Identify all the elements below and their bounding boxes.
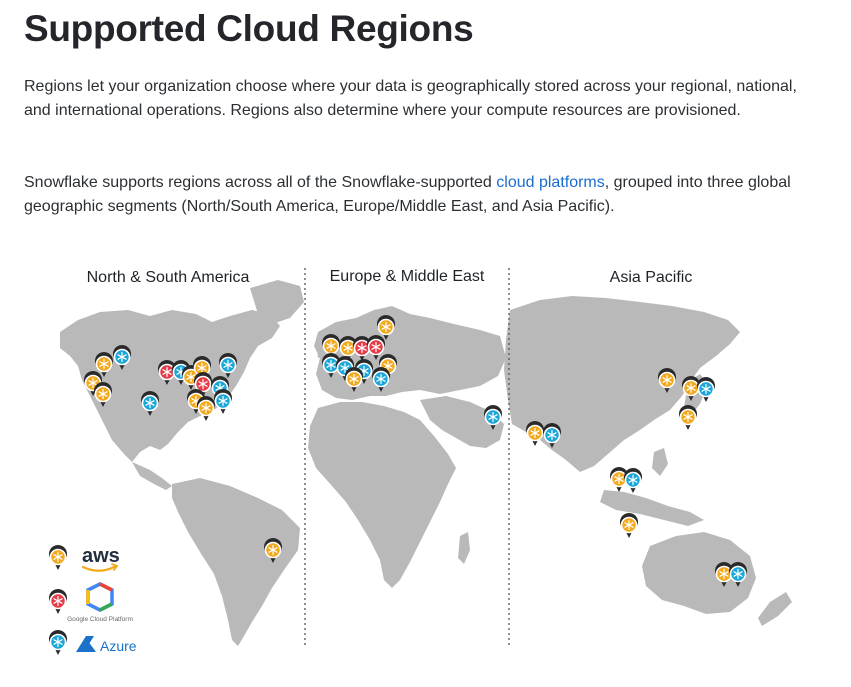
central-america-land <box>132 462 172 490</box>
greenland-land <box>250 280 304 324</box>
cloud-legend: aws Google Cloud Platform Azure <box>48 544 137 656</box>
segment-label-europe-middle-east: Europe & Middle East <box>330 268 485 285</box>
gcp-caption: Google Cloud Platform <box>67 616 133 623</box>
pin-azure-southeast-asia[interactable] <box>623 467 643 494</box>
asia-land <box>504 296 740 472</box>
pin-azure-us-east-2[interactable] <box>213 388 233 415</box>
google-cloud-logo-icon <box>86 582 114 612</box>
platforms-paragraph: Snowflake supports regions across all of… <box>24 171 814 219</box>
pin-aws-us-east-2[interactable] <box>196 395 216 422</box>
aws-logo-text: aws <box>82 545 120 567</box>
landmasses <box>60 280 792 646</box>
new-zealand-land <box>758 592 792 626</box>
pin-aws-ap-mumbai[interactable] <box>525 420 545 447</box>
pin-aws-ap-osaka[interactable] <box>678 404 698 431</box>
platforms-text-after: , grouped into three global geographic s… <box>24 174 791 215</box>
platforms-text-before: Snowflake supports regions across all of… <box>24 174 497 191</box>
africa-land <box>308 402 456 588</box>
azure-pin-icon <box>48 629 68 656</box>
madagascar-land <box>458 532 470 564</box>
philippines-land <box>652 448 668 476</box>
azure-logo-icon <box>76 636 96 652</box>
indonesia-land <box>600 490 704 526</box>
middle-east-land <box>420 396 504 448</box>
regions-world-map: North & South America Europe & Middle Ea… <box>48 268 792 656</box>
south-america-land <box>172 478 300 646</box>
segment-label-americas: North & South America <box>87 269 250 286</box>
segment-dividers <box>304 268 510 648</box>
aws-arrow-icon <box>111 563 119 571</box>
australia-land <box>642 532 756 614</box>
intro-paragraph: Regions let your organization choose whe… <box>24 78 797 119</box>
cloud-platforms-link[interactable]: cloud platforms <box>496 174 605 191</box>
azure-logo-text: Azure <box>100 638 137 654</box>
gcp-pin-icon <box>48 588 68 615</box>
segment-label-asia-pacific: Asia Pacific <box>610 269 693 286</box>
page-title: Supported Cloud Regions <box>24 8 474 49</box>
pin-aws-ap-jakarta[interactable] <box>619 512 639 539</box>
aws-pin-icon <box>48 544 68 571</box>
north-america-land <box>60 310 280 462</box>
aws-smile-icon <box>81 564 118 572</box>
